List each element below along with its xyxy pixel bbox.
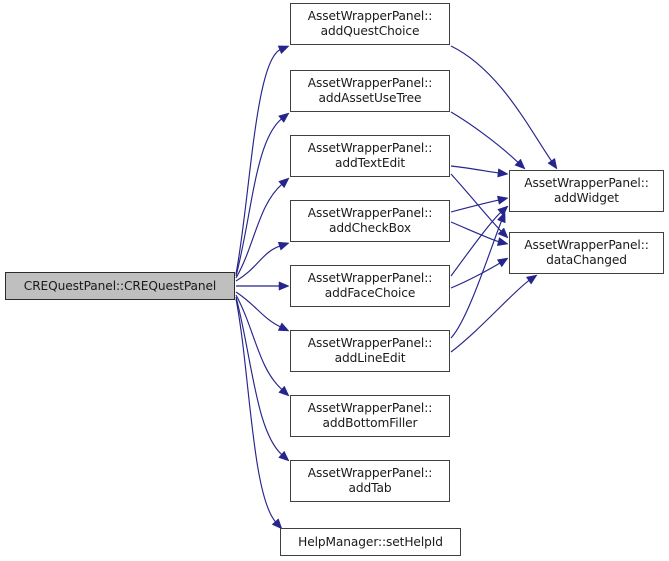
graph-node-label: AssetWrapperPanel::addBottomFiller xyxy=(307,401,433,430)
graph-node-label-line2: addAssetUseTree xyxy=(318,91,422,105)
edge-arrowhead xyxy=(497,227,509,239)
edge-creQuestPanel-to-addQuestChoice xyxy=(235,48,281,275)
graph-node-label-line1: AssetWrapperPanel:: xyxy=(307,466,433,481)
edge-arrowhead xyxy=(547,157,558,170)
edge-addFaceChoice-to-dataChanged xyxy=(450,262,501,289)
edge-addQuestChoice-to-addWidget xyxy=(450,45,553,162)
edge-creQuestPanel-to-addCheckBox xyxy=(235,245,281,282)
edge-creQuestPanel-to-addTab xyxy=(235,296,283,456)
graph-node-label: AssetWrapperPanel::addTextEdit xyxy=(307,141,433,170)
graph-node-label: AssetWrapperPanel::addQuestChoice xyxy=(307,9,433,38)
graph-node-label-line2: addFaceChoice xyxy=(324,286,416,300)
edge-arrowhead xyxy=(497,195,509,205)
edge-addCheckBox-to-dataChanged xyxy=(450,221,500,243)
edge-arrowhead xyxy=(497,205,509,217)
graph-node-label-line1: AssetWrapperPanel:: xyxy=(307,141,433,156)
graph-node-addLineEdit[interactable]: AssetWrapperPanel::addLineEdit xyxy=(290,330,450,372)
graph-node-addTab[interactable]: AssetWrapperPanel::addTab xyxy=(290,460,450,502)
edge-arrowhead xyxy=(496,211,506,224)
graph-node-label: AssetWrapperPanel::addLineEdit xyxy=(307,336,433,365)
graph-node-label: AssetWrapperPanel::dataChanged xyxy=(524,238,649,267)
graph-node-creQuestPanel[interactable]: CREQuestPanel::CREQuestPanel xyxy=(5,272,235,300)
graph-node-label-line1: AssetWrapperPanel:: xyxy=(524,176,649,191)
edge-arrowhead xyxy=(514,158,526,170)
edge-arrowhead xyxy=(278,281,290,291)
edge-arrowhead xyxy=(497,168,509,178)
edge-creQuestPanel-to-addLineEdit xyxy=(235,291,282,328)
graph-node-label-line2: addWidget xyxy=(554,191,619,205)
graph-node-label-line2: addBottomFiller xyxy=(322,416,418,430)
edge-addTextEdit-to-dataChanged xyxy=(450,173,503,233)
edge-addCheckBox-to-addWidget xyxy=(450,199,500,213)
graph-node-addBottomFiller[interactable]: AssetWrapperPanel::addBottomFiller xyxy=(290,395,450,437)
edge-arrowhead xyxy=(278,450,290,462)
edge-creQuestPanel-to-addBottomFiller xyxy=(235,294,283,391)
graph-node-dataChanged[interactable]: AssetWrapperPanel::dataChanged xyxy=(509,232,664,274)
edge-addTextEdit-to-addWidget xyxy=(450,165,500,174)
edge-arrowhead xyxy=(525,274,538,285)
graph-node-label: AssetWrapperPanel::addWidget xyxy=(524,176,649,205)
graph-node-label-line2: addTextEdit xyxy=(334,156,406,170)
graph-node-label-line1: AssetWrapperPanel:: xyxy=(307,9,433,24)
graph-node-label-line2: addTab xyxy=(348,481,392,495)
edge-arrowhead xyxy=(496,237,509,246)
graph-node-addFaceChoice[interactable]: AssetWrapperPanel::addFaceChoice xyxy=(290,265,450,307)
edge-arrowhead xyxy=(277,322,290,332)
graph-node-label-line2: dataChanged xyxy=(546,253,627,267)
graph-node-label-line1: AssetWrapperPanel:: xyxy=(307,336,433,351)
edge-arrowhead xyxy=(277,241,290,251)
graph-node-label-line1: AssetWrapperPanel:: xyxy=(524,238,649,253)
graph-node-label-line2: addLineEdit xyxy=(334,351,406,365)
edge-creQuestPanel-to-setHelpId xyxy=(235,298,277,523)
edge-addLineEdit-to-addWidget xyxy=(450,220,503,339)
graph-node-label: AssetWrapperPanel::addAssetUseTree xyxy=(307,76,433,105)
graph-node-label: AssetWrapperPanel::addTab xyxy=(307,466,433,495)
graph-node-addQuestChoice[interactable]: AssetWrapperPanel::addQuestChoice xyxy=(290,3,450,45)
edge-addLineEdit-to-dataChanged xyxy=(450,279,530,353)
graph-node-addTextEdit[interactable]: AssetWrapperPanel::addTextEdit xyxy=(290,135,450,177)
graph-node-addWidget[interactable]: AssetWrapperPanel::addWidget xyxy=(509,170,664,212)
graph-node-label-line2: addCheckBox xyxy=(329,221,411,235)
graph-node-label-line1: AssetWrapperPanel:: xyxy=(307,401,433,416)
edge-arrowhead xyxy=(278,112,290,123)
edge-addFaceChoice-to-addWidget xyxy=(450,211,502,277)
edge-creQuestPanel-to-addAssetUseTree xyxy=(235,118,283,277)
edge-arrowhead xyxy=(278,385,290,397)
edge-arrowhead xyxy=(277,45,290,55)
graph-node-label: AssetWrapperPanel::addCheckBox xyxy=(307,206,433,235)
edge-creQuestPanel-to-addTextEdit xyxy=(235,183,283,279)
graph-node-label-line1: AssetWrapperPanel:: xyxy=(307,76,433,91)
graph-node-label: CREQuestPanel::CREQuestPanel xyxy=(23,278,217,293)
graph-node-addCheckBox[interactable]: AssetWrapperPanel::addCheckBox xyxy=(290,200,450,242)
edge-arrowhead xyxy=(271,518,283,530)
graph-node-label-line1: AssetWrapperPanel:: xyxy=(307,271,433,286)
edge-arrowhead xyxy=(496,257,509,268)
graph-node-label: HelpManager::setHelpId xyxy=(298,534,443,549)
graph-node-label-line1: AssetWrapperPanel:: xyxy=(307,206,433,221)
edge-arrowhead xyxy=(278,177,290,189)
edge-addAssetUseTree-to-addWidget xyxy=(450,111,519,164)
graph-node-label-line2: addQuestChoice xyxy=(320,24,420,38)
graph-node-label: AssetWrapperPanel::addFaceChoice xyxy=(307,271,433,300)
graph-node-addAssetUseTree[interactable]: AssetWrapperPanel::addAssetUseTree xyxy=(290,70,450,112)
graph-node-setHelpId[interactable]: HelpManager::setHelpId xyxy=(280,528,461,556)
